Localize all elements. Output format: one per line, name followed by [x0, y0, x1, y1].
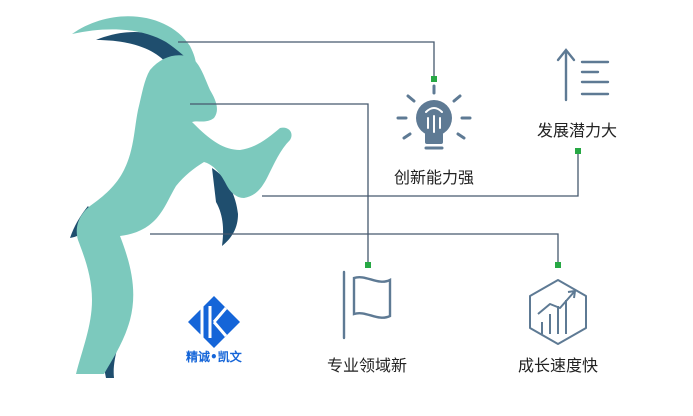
- connector-dot-professional: [365, 262, 371, 268]
- connector-dot-innovation: [431, 76, 437, 82]
- flag-icon: [342, 270, 392, 340]
- goat-horn-back: [96, 32, 186, 68]
- brand-separator: •: [210, 350, 218, 364]
- brand-name: 精诚•凯文: [186, 348, 242, 365]
- connector-professional: [190, 103, 369, 264]
- connector-dot-growth: [555, 262, 561, 268]
- connector-potential: [262, 152, 579, 197]
- brand-name-left: 精诚: [186, 350, 211, 364]
- goat-front-leg-back: [212, 168, 238, 246]
- goat-body: [76, 55, 292, 375]
- brand-name-right: 凯文: [217, 350, 242, 364]
- brand-logo: [188, 296, 240, 348]
- bar-chart-icon: [529, 279, 587, 345]
- connector-lines: [150, 41, 579, 265]
- feature-label-potential: 发展潜力大: [537, 121, 618, 140]
- goat-horn-front: [72, 16, 196, 66]
- connector-growth: [150, 233, 559, 265]
- lightbulb-icon: [396, 84, 472, 150]
- goat-illustration: [70, 16, 292, 378]
- connector-dots: [365, 76, 581, 268]
- feature-label-growth: 成长速度快: [518, 356, 599, 375]
- feature-label-professional: 专业领域新: [327, 356, 408, 375]
- growth-arrow-icon: [556, 48, 610, 102]
- connector-innovation: [178, 41, 435, 78]
- connector-dot-potential: [575, 148, 581, 154]
- feature-label-innovation: 创新能力强: [394, 168, 475, 187]
